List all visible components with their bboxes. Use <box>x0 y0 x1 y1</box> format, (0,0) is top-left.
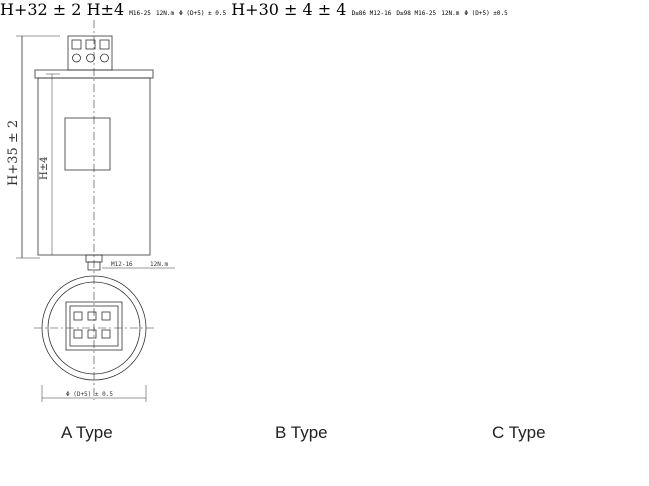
a-type-drawing <box>16 20 175 402</box>
b-diameter: Φ (D+5) ± 0.5 <box>179 10 227 17</box>
b-height-tolerance: H+32 ± 2 <box>0 0 82 19</box>
a-height-tolerance: H+35 ± 2 <box>6 120 21 186</box>
a-torque: 12N.m <box>150 261 168 268</box>
b-height-label: H±4 <box>86 0 125 19</box>
a-height-label: H±4 <box>39 157 50 180</box>
c-bolt-spec-2: D≥98 M16-25 <box>396 10 437 17</box>
b-bolt-spec: M16-25 <box>129 10 151 17</box>
c-height-tolerance: H+30 ± 4 <box>231 0 313 19</box>
c-torque: 12N.m <box>441 10 460 17</box>
c-type-label: C Type <box>492 423 546 442</box>
a-label-box <box>64 117 111 171</box>
c-bolt-spec-1: D≤86 M12-16 <box>351 10 392 17</box>
a-bolt-spec: M12-16 <box>111 261 133 268</box>
c-diameter: Φ (D+5) ±0.5 <box>464 10 508 17</box>
b-type-label: B Type <box>275 423 328 442</box>
a-diameter: Φ (D+5) ± 0.5 <box>66 391 113 398</box>
a-terminal-block <box>67 35 113 71</box>
b-torque: 12N.m <box>156 10 175 17</box>
a-type-label: A Type <box>61 423 113 442</box>
c-height-label: ± 4 <box>317 0 347 19</box>
